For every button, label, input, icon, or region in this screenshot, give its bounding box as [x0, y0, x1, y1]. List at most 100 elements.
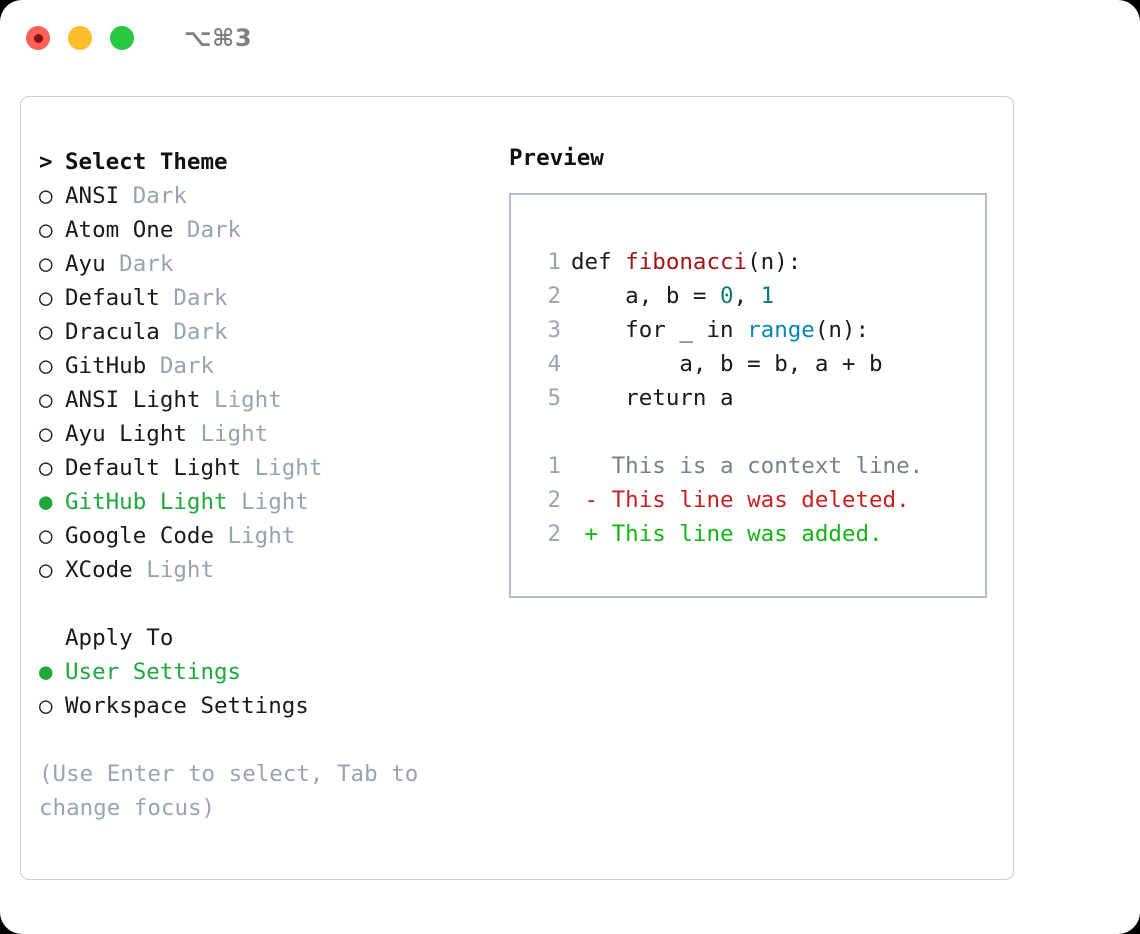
keyboard-shortcut-label: ⌥⌘3 — [184, 24, 253, 52]
diff-line: 2 + This line was added. — [531, 517, 985, 551]
code-token: def — [571, 249, 626, 275]
title-bar: ⌥⌘3 — [0, 0, 1140, 76]
theme-list-item[interactable]: ○Ayu Light Light — [39, 417, 509, 451]
maximize-button[interactable] — [110, 26, 134, 50]
code-token: (n): — [814, 317, 870, 343]
theme-item-label: Default — [65, 285, 160, 311]
theme-list-item[interactable]: ○ XCode Light — [39, 553, 509, 587]
radio-unselected-icon[interactable]: ○ — [39, 557, 53, 583]
apply-to-list: ● User Settings ○Workspace Settings — [39, 655, 509, 723]
radio-unselected-icon[interactable]: ○ — [39, 319, 53, 345]
theme-item-tag: Dark — [173, 217, 242, 243]
radio-unselected-icon[interactable]: ○ — [39, 421, 53, 447]
theme-list-item[interactable]: ○ Google Code Light — [39, 519, 509, 553]
apply-to-item-label: User Settings — [65, 659, 242, 685]
code-line: 1 def fibonacci(n): — [531, 245, 985, 279]
theme-list-item[interactable]: ○ Default Dark — [39, 281, 509, 315]
traffic-lights — [26, 26, 134, 50]
code-token: 1 — [760, 283, 775, 309]
theme-item-label: Dracula — [65, 319, 160, 345]
theme-list: ○ ANSI Dark ○ Atom One Dark ○ Ayu Dark ○ Defaul… — [39, 179, 509, 587]
theme-item-tag: Dark — [159, 319, 228, 345]
close-button[interactable] — [26, 26, 50, 50]
theme-item-tag: Dark — [105, 251, 174, 277]
line-number: 1 — [547, 453, 561, 479]
theme-selector-column: > Select Theme ○ANSI Dark○Atom One Dark○… — [39, 145, 509, 869]
code-line-text: a, b = 0, 1 — [571, 279, 774, 313]
theme-item-tag: Dark — [159, 285, 228, 311]
code-token: (n): — [747, 249, 802, 275]
theme-list-item[interactable]: ○ANSI Light Light — [39, 383, 509, 417]
line-number: 2 — [547, 487, 561, 513]
line-number: 5 — [547, 385, 561, 411]
theme-item-tag: Light — [227, 489, 309, 515]
apply-to-header: Apply To — [39, 621, 509, 655]
line-number: 2 — [547, 283, 561, 309]
select-theme-header: > Select Theme — [39, 145, 509, 179]
minimize-button[interactable] — [68, 26, 92, 50]
code-token: range — [747, 317, 815, 343]
apply-to-item[interactable]: ○Workspace Settings — [39, 689, 509, 723]
diff-block: 1 This is a context line. 2 - This line w… — [531, 449, 985, 551]
theme-item-label: Default Light — [65, 455, 242, 481]
theme-item-tag: Light — [132, 557, 215, 583]
caret-icon: > — [39, 149, 53, 175]
radio-unselected-icon[interactable]: ○ — [39, 251, 53, 277]
theme-list-item[interactable]: ○ GitHub Dark — [39, 349, 509, 383]
code-token: , — [733, 283, 761, 309]
recording-dot-icon — [33, 33, 43, 43]
line-number: 3 — [547, 317, 561, 343]
code-line: 2 a, b = 0, 1 — [531, 279, 985, 313]
radio-selected-icon[interactable]: ● — [39, 659, 53, 685]
select-theme-header-label: Select Theme — [65, 149, 228, 175]
radio-unselected-icon[interactable]: ○ — [39, 523, 53, 549]
line-number: 1 — [547, 249, 561, 275]
keyboard-hint-text: (Use Enter to select, Tab to change focu… — [39, 761, 419, 821]
diff-line: 1 This is a context line. — [531, 449, 985, 483]
apply-to-item[interactable]: ● User Settings — [39, 655, 509, 689]
radio-unselected-icon[interactable]: ○ — [39, 387, 53, 413]
code-line-text: a, b = b, a + b — [571, 347, 882, 381]
theme-item-label: GitHub Light — [65, 489, 228, 515]
theme-list-item[interactable]: ○Default Light Light — [39, 451, 509, 485]
radio-unselected-icon[interactable]: ○ — [39, 353, 53, 379]
theme-item-tag: Light — [214, 523, 296, 549]
radio-unselected-icon[interactable]: ○ — [39, 285, 53, 311]
code-token: a, b = — [571, 283, 721, 309]
radio-unselected-icon[interactable]: ○ — [39, 183, 53, 209]
apply-to-header-label: Apply To — [65, 625, 174, 651]
code-token: return a — [571, 385, 734, 411]
theme-list-item[interactable]: ○ Dracula Dark — [39, 315, 509, 349]
blank-line — [531, 415, 985, 449]
radio-unselected-icon[interactable]: ○ — [39, 455, 53, 481]
diff-line-text: - This line was deleted. — [571, 487, 910, 513]
code-token: 0 — [720, 283, 734, 309]
theme-item-label: Atom One — [65, 217, 174, 243]
code-token: for _ in — [571, 317, 748, 343]
theme-list-item[interactable]: ○ Ayu Dark — [39, 247, 509, 281]
radio-selected-icon[interactable]: ● — [39, 489, 53, 515]
theme-list-item[interactable]: ● GitHub Light Light — [39, 485, 509, 519]
code-line-text: def fibonacci(n): — [571, 245, 801, 279]
theme-list-item[interactable]: ○ANSI Dark — [39, 179, 509, 213]
spacer — [39, 587, 509, 621]
code-line: 3 for _ in range(n): — [531, 313, 985, 347]
theme-item-label: ANSI Light — [65, 387, 201, 413]
theme-item-label: ANSI — [65, 183, 120, 209]
theme-item-tag: Dark — [146, 353, 215, 379]
theme-item-label: Ayu — [65, 251, 106, 277]
radio-unselected-icon[interactable]: ○ — [39, 693, 53, 719]
theme-item-label: GitHub — [65, 353, 147, 379]
code-line: 4 a, b = b, a + b — [531, 347, 985, 381]
diff-line-text: This is a context line. — [571, 453, 924, 479]
theme-list-item[interactable]: ○ Atom One Dark — [39, 213, 509, 247]
main-panel: > Select Theme ○ANSI Dark○Atom One Dark○… — [20, 96, 1014, 880]
diff-line-text: + This line was added. — [571, 521, 883, 547]
theme-item-label: XCode — [65, 557, 133, 583]
theme-item-label: Google Code — [65, 523, 215, 549]
radio-unselected-icon[interactable]: ○ — [39, 217, 53, 243]
